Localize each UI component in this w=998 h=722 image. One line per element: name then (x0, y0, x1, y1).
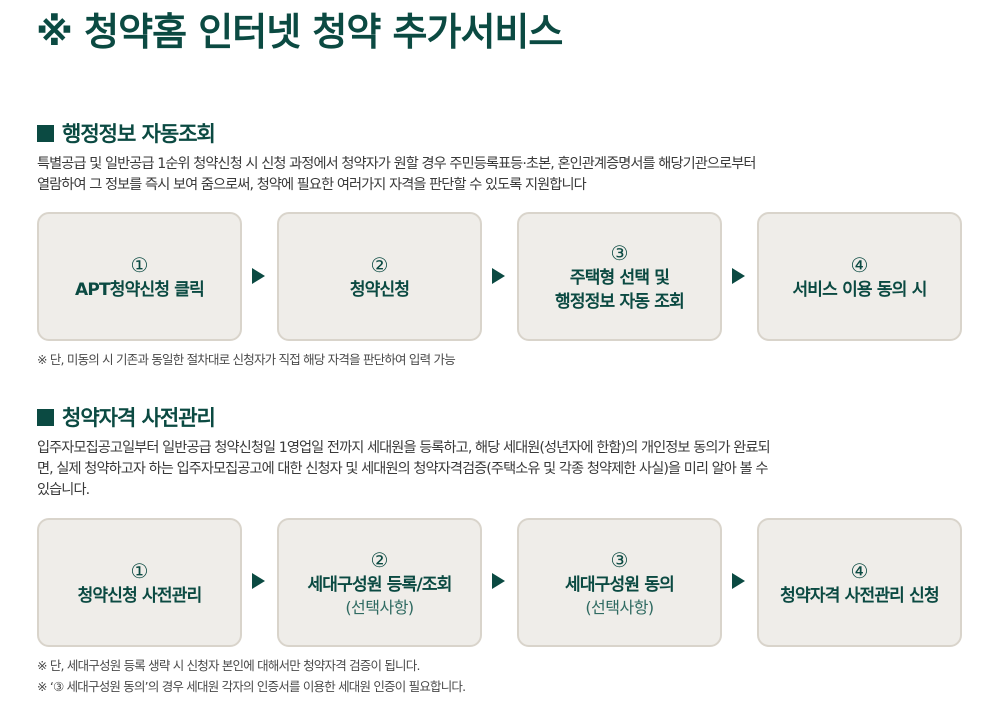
description-line: 열람하여 그 정보를 즉시 보여 줌으로써, 청약에 필요한 여러가지 자격을 … (37, 177, 587, 193)
step-box-3: ③ 세대구성원 동의 (선택사항) (517, 518, 722, 647)
step-box-1: ① 청약신청 사전관리 (37, 518, 242, 647)
step-label: 청약신청 (349, 279, 410, 300)
step-number: ① (130, 558, 149, 583)
section-description: 입주자모집공고일부터 일반공급 청약신청일 1영업일 전까지 세대원을 등록하고… (37, 438, 977, 501)
step-optional-note: (선택사항) (585, 597, 654, 617)
step-box-1: ① APT청약신청 클릭 (37, 212, 242, 341)
step-box-3: ③ 주택형 선택 및 행정정보 자동 조회 (517, 212, 722, 341)
step-box-4: ④ 청약자격 사전관리 신청 (757, 518, 962, 647)
step-box-2: ② 청약신청 (277, 212, 482, 341)
step-label-line2: 행정정보 자동 조회 (555, 291, 685, 312)
description-line: 입주자모집공고일부터 일반공급 청약신청일 1영업일 전까지 세대원을 등록하고… (37, 440, 771, 456)
section-description: 특별공급 및 일반공급 1순위 청약신청 시 신청 과정에서 청약자가 원할 경… (37, 154, 977, 196)
step-label: 청약자격 사전관리 신청 (780, 585, 939, 606)
step-label: 서비스 이용 동의 시 (792, 279, 927, 300)
footnote: ※ ‘③ 세대구성원 동의’의 경우 세대원 각자의 인증서를 이용한 세대원 … (37, 679, 466, 694)
section-heading-admin-info: 행정정보 자동조회 (37, 121, 216, 147)
section-heading-text: 행정정보 자동조회 (62, 122, 216, 146)
step-number: ② (370, 252, 389, 277)
section-heading-eligibility: 청약자격 사전관리 (37, 405, 216, 431)
step-number: ③ (610, 547, 629, 572)
description-line: 특별공급 및 일반공급 1순위 청약신청 시 신청 과정에서 청약자가 원할 경… (37, 156, 756, 172)
square-bullet-icon (37, 125, 54, 142)
step-number: ④ (850, 252, 869, 277)
step-box-4: ④ 서비스 이용 동의 시 (757, 212, 962, 341)
step-optional-note: (선택사항) (345, 597, 414, 617)
arrow-right-icon (732, 573, 745, 589)
step-number: ③ (610, 240, 629, 265)
arrow-right-icon (252, 573, 265, 589)
step-label: 청약신청 사전관리 (77, 585, 203, 606)
step-box-2: ② 세대구성원 등록/조회 (선택사항) (277, 518, 482, 647)
step-label: 주택형 선택 및 (569, 267, 670, 288)
step-label: APT청약신청 클릭 (75, 279, 205, 300)
arrow-right-icon (252, 268, 265, 284)
footnote: ※ 단, 세대구성원 등록 생략 시 신청자 본인에 대해서만 청약자격 검증이… (37, 658, 420, 673)
page-title: ※ 청약홈 인터넷 청약 추가서비스 (36, 10, 563, 54)
step-number: ② (370, 547, 389, 572)
step-number: ④ (850, 558, 869, 583)
description-line: 면, 실제 청약하고자 하는 입주자모집공고에 대한 신청자 및 세대원의 청약… (37, 461, 768, 477)
step-label: 세대구성원 동의 (565, 574, 675, 595)
description-line: 있습니다. (37, 482, 90, 498)
section-heading-text: 청약자격 사전관리 (62, 406, 216, 430)
arrow-right-icon (492, 268, 505, 284)
arrow-right-icon (492, 573, 505, 589)
step-label: 세대구성원 등록/조회 (307, 574, 452, 595)
step-number: ① (130, 252, 149, 277)
footnote: ※ 단, 미동의 시 기존과 동일한 절차대로 신청자가 직접 해당 자격을 판… (37, 352, 456, 367)
arrow-right-icon (732, 268, 745, 284)
square-bullet-icon (37, 409, 54, 426)
